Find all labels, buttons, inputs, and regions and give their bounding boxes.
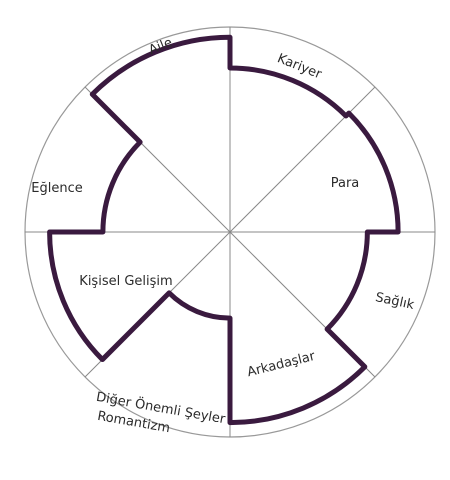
level-curve: [47, 34, 401, 426]
label-arkadaslar: Arkadaşlar: [246, 349, 318, 381]
label-eglence: Eğlence: [31, 181, 82, 196]
label-saglik: Sağlık: [374, 290, 416, 313]
label-para: Para: [331, 176, 360, 191]
label-kisisel-gelisim: Kişisel Gelişim: [79, 274, 172, 289]
label-aile: Aile: [147, 35, 175, 58]
